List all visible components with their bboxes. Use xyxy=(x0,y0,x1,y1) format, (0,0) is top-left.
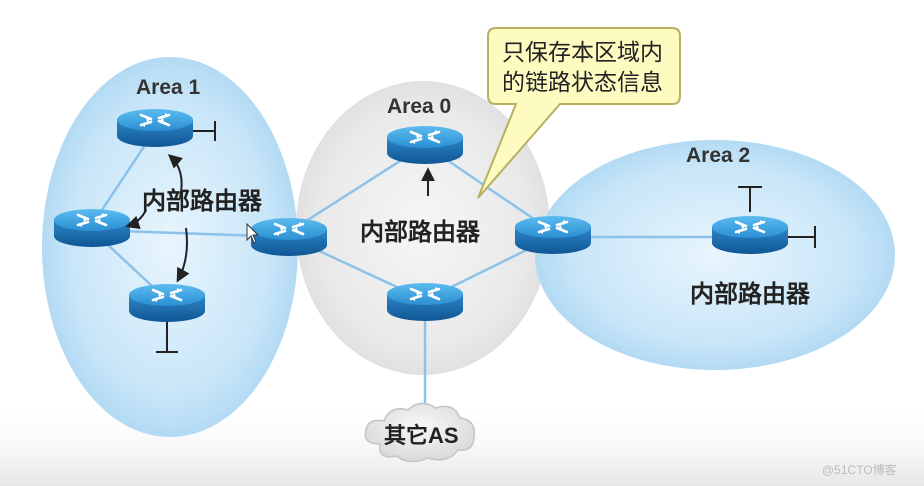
router-icon xyxy=(385,281,465,323)
arrows xyxy=(125,154,435,283)
arrow-icon xyxy=(167,154,184,199)
area2-label: Area 2 xyxy=(686,144,750,167)
router-icon xyxy=(710,214,790,256)
router-icon xyxy=(52,207,132,249)
external-as-label: 其它AS xyxy=(384,423,459,448)
cursor-icon xyxy=(246,222,260,244)
router-area1-bottom xyxy=(127,282,207,324)
router-area0-top xyxy=(385,124,465,166)
area2-ellipse xyxy=(535,140,895,370)
router-area1-left xyxy=(52,207,132,249)
internal-router-label-area2: 内部路由器 xyxy=(690,280,811,308)
arrow-icon xyxy=(125,209,147,230)
host-stubs xyxy=(156,121,816,353)
router-abr-area2 xyxy=(513,214,593,256)
area0-ellipse xyxy=(296,81,550,375)
internal-router-label-area0: 内部路由器 xyxy=(360,218,481,246)
callout-line1: 只保存本区域内 xyxy=(502,39,663,65)
router-abr-area1 xyxy=(249,216,329,258)
router-icon xyxy=(385,124,465,166)
router-icon xyxy=(127,282,207,324)
area0-label: Area 0 xyxy=(387,95,451,118)
router-area1-top xyxy=(115,107,195,149)
area1-label: Area 1 xyxy=(136,76,201,99)
callout-line2: 的链路状态信息 xyxy=(502,69,663,95)
internal-router-label-area1: 内部路由器 xyxy=(142,187,263,215)
cloud-icon xyxy=(364,402,475,463)
router-icon xyxy=(115,107,195,149)
arrow-icon xyxy=(176,227,190,283)
router-icon xyxy=(249,216,329,258)
callout-bubble xyxy=(477,27,681,199)
area1-ellipse xyxy=(42,57,298,437)
router-area0-bottom xyxy=(385,281,465,323)
router-area2-internal xyxy=(710,214,790,256)
router-icon xyxy=(513,214,593,256)
watermark: @51CTO博客 xyxy=(822,462,897,477)
